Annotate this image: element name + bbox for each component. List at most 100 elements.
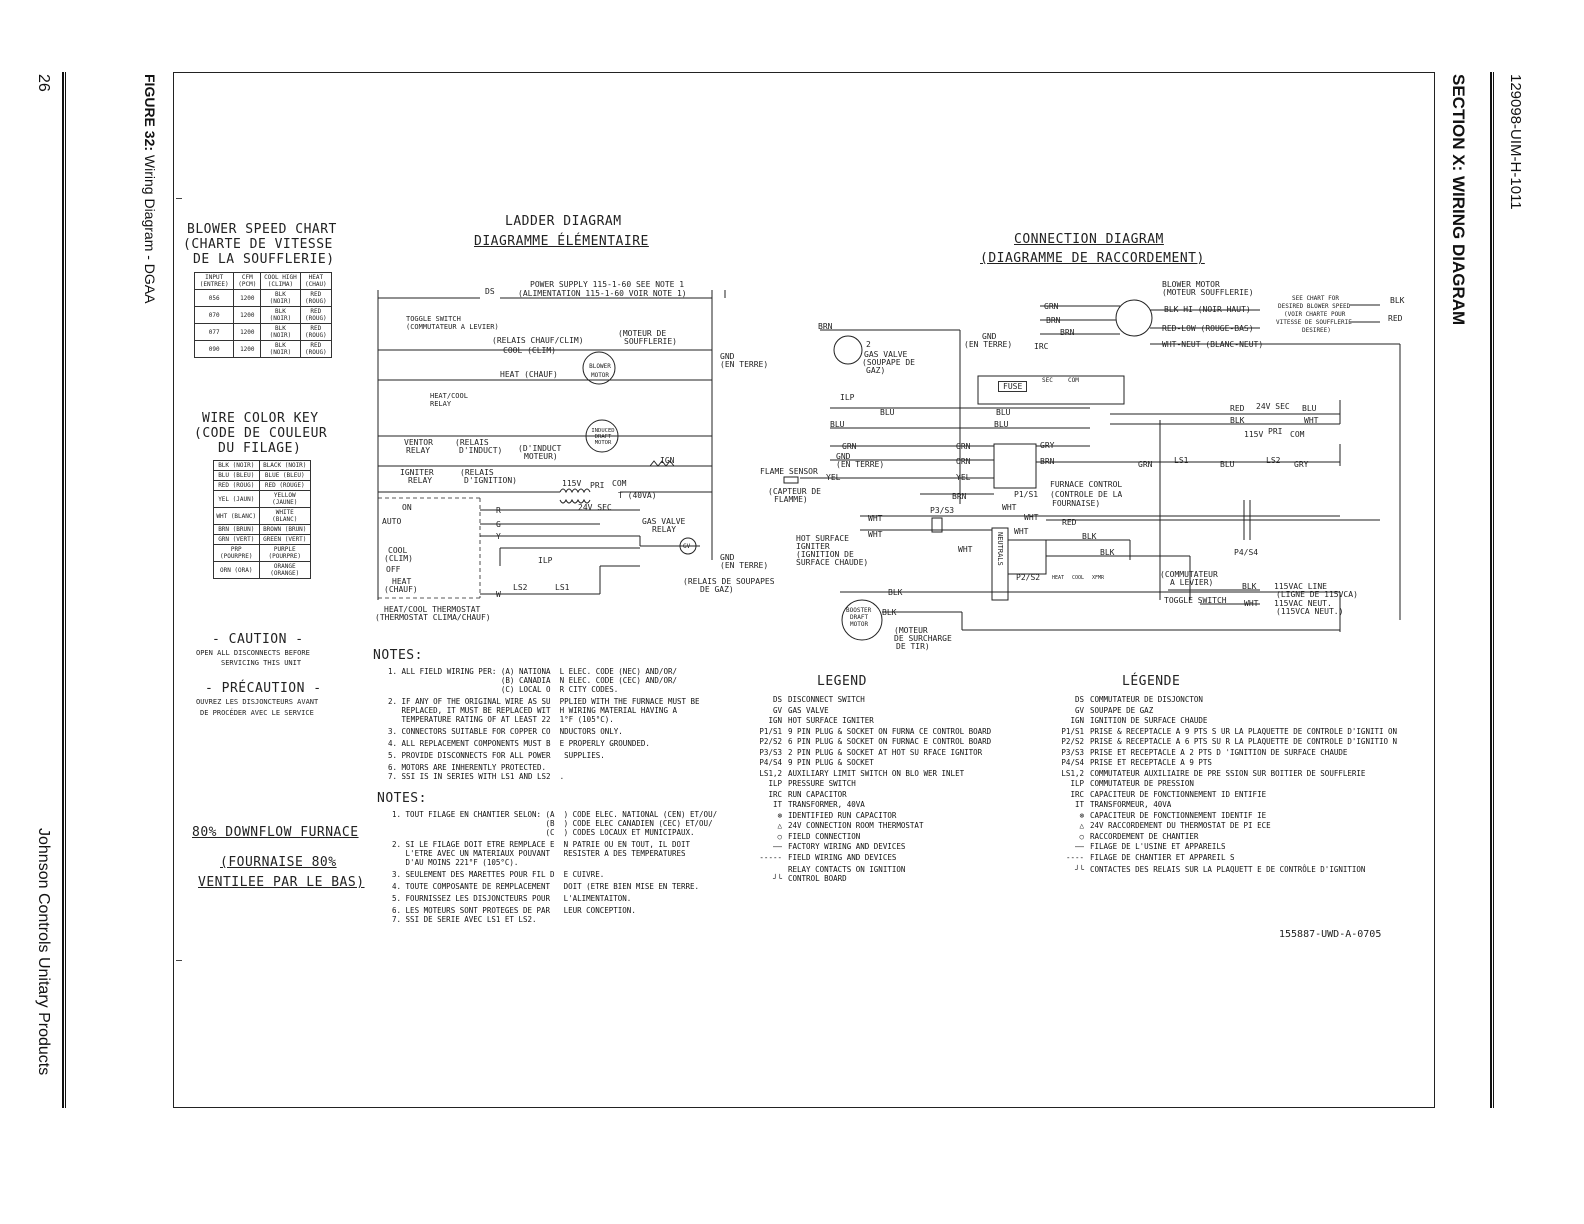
- note-line: (C) LOCAL O R CITY CODES.: [388, 685, 619, 694]
- wire-label: RED: [1388, 314, 1403, 323]
- flame-sensor-label: FLAME SENSOR: [760, 467, 818, 476]
- wire-label: RED-LOW (ROUGE-BAS): [1162, 324, 1254, 333]
- toggle-switch-label: (COMMUTATEUR: [1160, 570, 1218, 579]
- wire-label: GRY: [1040, 441, 1055, 450]
- wire-label: WHT: [868, 530, 883, 539]
- legend-code: △: [777, 821, 782, 830]
- terminal-label: R: [496, 506, 501, 515]
- legend-text: 2 PIN PLUG & SOCKET AT HOT SU RFACE IGNI…: [788, 747, 983, 757]
- table-row: WHT (BLANC)WHITE (BLANC): [213, 507, 311, 525]
- table-cell: YELLOW (JAUNE): [258, 490, 311, 508]
- table-cell: ORN (ORA): [213, 561, 260, 579]
- legend-code: ○: [777, 831, 782, 841]
- wire-label: WHT: [1024, 513, 1039, 522]
- irc-label: IRC: [1034, 342, 1049, 351]
- transformer-label: T (40VA): [618, 491, 657, 500]
- furnace-control-label: FURNACE CONTROL: [1050, 480, 1123, 489]
- note-line: TEMPERATURE RATING OF AT LEAST 22 1°F (1…: [388, 715, 614, 724]
- legend-row: ┘└RELAY CONTACTS ON IGNITION CONTROL BOA…: [740, 865, 908, 883]
- terminal-label: Y: [496, 532, 501, 541]
- note-line: 2. SI LE FILAGE DOIT ETRE REMPLACE E N P…: [392, 840, 691, 849]
- legend-code: LS1,2: [1061, 768, 1084, 778]
- connection-title: (DIAGRAMME DE RACCORDEMENT): [980, 251, 1205, 266]
- legend-code: -----: [759, 852, 782, 862]
- table-row: 056 1200 BLK (NOIR) RED (ROUG): [193, 289, 333, 307]
- gas-valve-label: GAS VALVE: [864, 350, 908, 359]
- wire-label: BLK-HI (NOIR-HAUT): [1164, 305, 1251, 314]
- legend-code: ILP: [768, 779, 782, 788]
- power-supply-label: (ALIMENTATION 115-1-60 VOIR NOTE 1): [518, 289, 687, 298]
- table-header: INPUT (ENTREE): [193, 272, 235, 290]
- cool-label: COOL (CLIM): [503, 346, 556, 355]
- table-row: 090 1200 BLK (NOIR) RED (ROUG): [193, 340, 333, 358]
- legend-text: CAPACITEUR DE FONCTIONNEMENT ID ENTIFIE: [1090, 789, 1267, 799]
- table-header-row: INPUT (ENTREE) CFM (PCM) COOL HIGH (CLIM…: [193, 272, 333, 290]
- thermostat-cool: COOL: [388, 546, 408, 555]
- drawing-frame: [173, 72, 1435, 1108]
- v115-label: 115V: [562, 479, 582, 488]
- legend-text: 9 PIN PLUG & SOCKET ON FURNA CE CONTROL …: [788, 726, 992, 736]
- power-supply-label: POWER SUPPLY 115-1-60 SEE NOTE 1: [530, 280, 685, 289]
- table-cell: 1200: [233, 306, 262, 324]
- legend-row: ——FILAGE DE L'USINE ET APPAREILS: [1042, 842, 1226, 851]
- legend-text: TRANSFORMEUR, 40VA: [1090, 800, 1172, 809]
- note-line: 4. TOUTE COMPOSANTE DE REMPLACEMENT DOIT…: [392, 882, 700, 891]
- gas-valve-label: GAZ): [866, 366, 886, 375]
- table-header: HEAT (CHAU): [299, 272, 333, 290]
- terminal-cool: COOL: [1072, 575, 1085, 581]
- p2s2-label: P2/S2: [1016, 573, 1041, 582]
- ventor-relay-label: (RELAIS: [455, 438, 489, 447]
- note-line: 6. MOTORS ARE INHERENTLY PROTECTED.: [388, 763, 547, 772]
- neutral-label: 115VAC NEUT.: [1274, 599, 1332, 608]
- induced-draft-motor-symbol: INDUCED DRAFT MOTOR: [591, 428, 615, 446]
- frame-tick: [176, 960, 182, 961]
- note-line: REPLACED, IT MUST BE REPLACED WIT H WIRI…: [388, 706, 677, 715]
- note-line: 5. FOURNISSEZ LES DISJONCTEURS POUR L'AL…: [392, 894, 632, 903]
- wire-label: BLK: [1242, 582, 1257, 591]
- note-line: 6. LES MOTEURS SONT PROTEGES DE PAR LEUR…: [392, 906, 636, 915]
- wire-label: WHT: [1244, 599, 1259, 608]
- p3s3-label: P3/S3: [930, 506, 955, 515]
- note-line: (B) CANADIA N ELEC. CODE (CEC) AND/OR/: [388, 676, 677, 685]
- induct-label: (D'INDUCT: [518, 444, 562, 453]
- moteur-label: SOUFFLERIE): [624, 337, 677, 346]
- legend-code: ——: [772, 842, 782, 851]
- soupapes-label: (RELAIS DE SOUPAPES: [683, 577, 775, 586]
- legend-code: IGN: [1070, 716, 1084, 725]
- table-row: BRN (BRUN)BROWN (BRUN): [213, 524, 311, 535]
- thermostat-heat: HEAT: [392, 577, 412, 586]
- thermostat-auto: AUTO: [382, 517, 402, 526]
- legend-code: P1/S1: [1061, 726, 1084, 736]
- table-cell: BLU (BLEU): [213, 470, 260, 481]
- furnace-control-label: (CONTROLE DE LA: [1050, 490, 1123, 499]
- note-line: 3. SEULEMENT DES MARETTES POUR FIL D E C…: [392, 870, 605, 879]
- pri-label: PRI: [590, 481, 605, 490]
- gnd-label: GND: [720, 553, 735, 562]
- igniter-relay-label: IGNITER: [400, 468, 434, 477]
- legend-fr-title: LÉGENDE: [1122, 674, 1181, 689]
- surcharge-label: (MOTEUR: [894, 626, 928, 635]
- hc-relay-label: RELAY: [430, 400, 452, 408]
- wire-label: BLK: [1390, 296, 1405, 305]
- note-line: 1. ALL FIELD WIRING PER: (A) NATIONA L E…: [388, 667, 677, 676]
- table-row: GRN (VERT)GREEN (VERT): [213, 534, 311, 545]
- legend-code: IT: [772, 800, 782, 809]
- terminal-label: W: [496, 590, 501, 599]
- neutral-label: (115VCA NEUT.): [1276, 607, 1344, 616]
- toggle-switch-label: TOGGLE SWITCH: [1164, 596, 1227, 605]
- wire-label: WHT: [1304, 416, 1319, 425]
- legend-code: ┘└: [1074, 865, 1084, 874]
- com-label: COM: [1068, 377, 1079, 384]
- legend-code: ┘└: [772, 874, 782, 883]
- furnace-label: (FOURNAISE 80%: [220, 855, 337, 870]
- table-cell: RED (ROUG): [299, 306, 333, 324]
- legend-code: P2/S2: [759, 737, 782, 746]
- thermostat-label: HEAT/COOL THERMOSTAT: [384, 605, 481, 614]
- relais-label: (RELAIS CHAUF/CLIM): [492, 336, 584, 345]
- wire-key-title: (CODE DE COULEUR: [194, 426, 328, 441]
- wire-label: BRN: [1060, 328, 1075, 337]
